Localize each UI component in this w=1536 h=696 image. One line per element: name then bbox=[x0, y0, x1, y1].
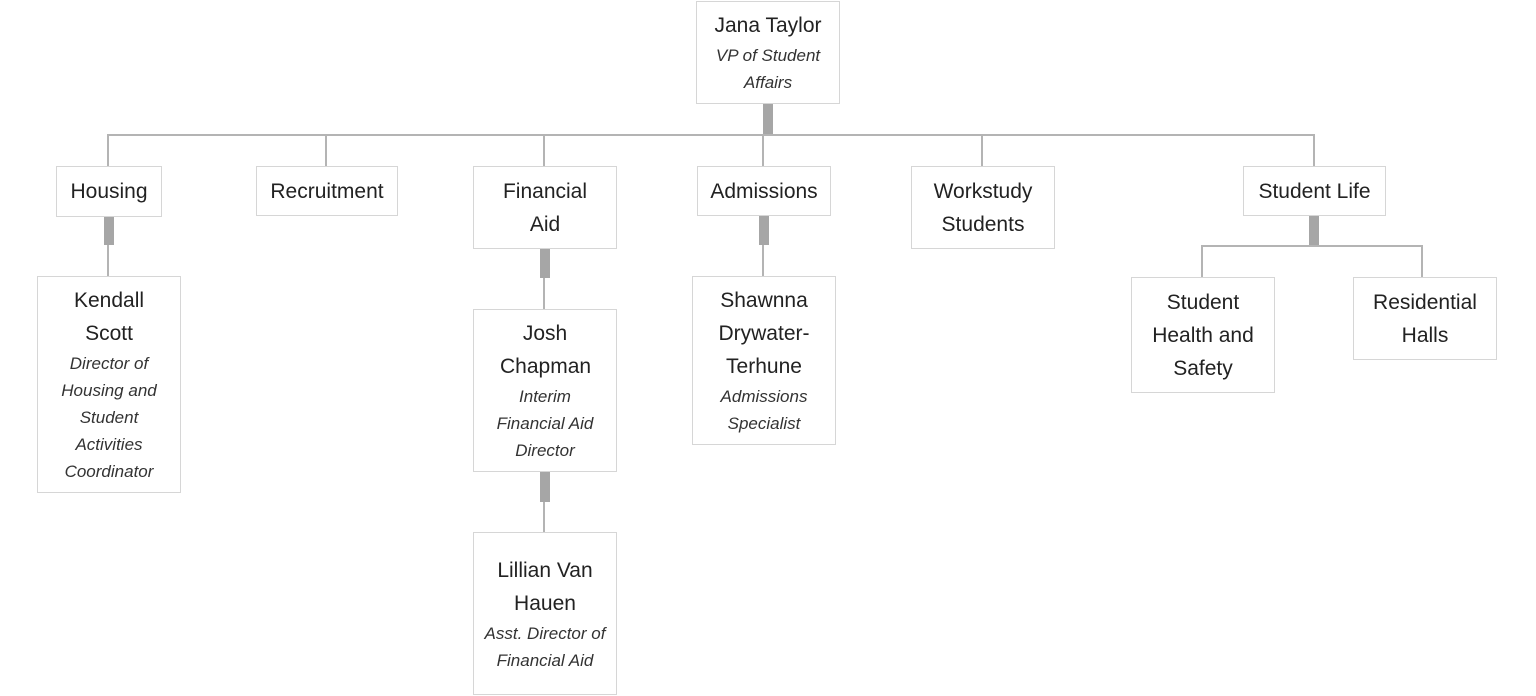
node-name: Housing bbox=[70, 180, 148, 203]
node-title: Interim Financial Aid Director bbox=[496, 387, 594, 460]
connector-drop-student-life bbox=[1313, 134, 1315, 166]
node-student-life[interactable]: Student Life bbox=[1243, 166, 1386, 216]
connector-root-handle bbox=[763, 103, 773, 134]
node-name: Kendall Scott bbox=[73, 289, 145, 345]
connector-student-life-bus bbox=[1201, 245, 1423, 247]
connector-root-bus bbox=[107, 134, 1315, 136]
connector-drop-workstudy bbox=[981, 134, 983, 166]
connector-admissions-stem bbox=[762, 245, 764, 277]
connector-financial-aid-stem bbox=[543, 278, 545, 310]
connector-chapman-handle bbox=[540, 472, 550, 502]
node-lillian-van-hauen[interactable]: Lillian Van Hauen Asst. Director of Fina… bbox=[473, 532, 617, 695]
node-name: Student Health and Safety bbox=[1152, 290, 1254, 380]
node-jana-taylor[interactable]: Jana Taylor VP of Student Affairs bbox=[696, 1, 840, 104]
node-name: Residential Halls bbox=[1373, 290, 1477, 347]
connector-housing-handle bbox=[104, 216, 114, 245]
connector-drop-admissions bbox=[762, 134, 764, 166]
node-title: Asst. Director of Financial Aid bbox=[484, 623, 606, 670]
node-josh-chapman[interactable]: Josh Chapman Interim Financial Aid Direc… bbox=[473, 309, 617, 472]
connector-housing-stem bbox=[107, 245, 109, 277]
connector-student-life-handle bbox=[1309, 215, 1319, 245]
node-student-health-and-safety[interactable]: Student Health and Safety bbox=[1131, 277, 1275, 393]
node-name: Lillian Van Hauen bbox=[497, 558, 593, 615]
connector-drop-recruitment bbox=[325, 134, 327, 166]
node-residential-halls[interactable]: Residential Halls bbox=[1353, 277, 1497, 360]
node-shawnna-drywater-terhune[interactable]: Shawnna Drywater-Terhune Admissions Spec… bbox=[692, 276, 836, 445]
node-title: VP of Student Affairs bbox=[715, 46, 821, 92]
node-housing[interactable]: Housing bbox=[56, 166, 162, 217]
node-financial-aid[interactable]: Financial Aid bbox=[473, 166, 617, 249]
connector-financial-aid-handle bbox=[540, 248, 550, 278]
node-name: Workstudy Students bbox=[933, 179, 1033, 236]
connector-chapman-stem bbox=[543, 502, 545, 533]
connector-admissions-handle bbox=[759, 215, 769, 245]
node-title: Director of Housing and Student Activiti… bbox=[61, 354, 157, 481]
node-name: Student Life bbox=[1258, 179, 1371, 203]
node-name: Financial Aid bbox=[502, 179, 588, 236]
connector-drop-financial-aid bbox=[543, 134, 545, 166]
node-name: Admissions bbox=[710, 179, 818, 203]
node-recruitment[interactable]: Recruitment bbox=[256, 166, 398, 216]
connector-drop-residential-halls bbox=[1421, 245, 1423, 278]
node-title: Admissions Specialist bbox=[720, 387, 808, 433]
node-name: Jana Taylor bbox=[714, 14, 822, 37]
node-kendall-scott[interactable]: Kendall Scott Director of Housing and St… bbox=[37, 276, 181, 493]
node-name: Shawnna Drywater-Terhune bbox=[718, 289, 810, 378]
connector-drop-housing bbox=[107, 134, 109, 166]
node-name: Recruitment bbox=[270, 179, 384, 203]
node-admissions[interactable]: Admissions bbox=[697, 166, 831, 216]
node-name: Josh Chapman bbox=[500, 322, 592, 378]
connector-drop-student-health bbox=[1201, 245, 1203, 278]
node-workstudy-students[interactable]: Workstudy Students bbox=[911, 166, 1055, 249]
